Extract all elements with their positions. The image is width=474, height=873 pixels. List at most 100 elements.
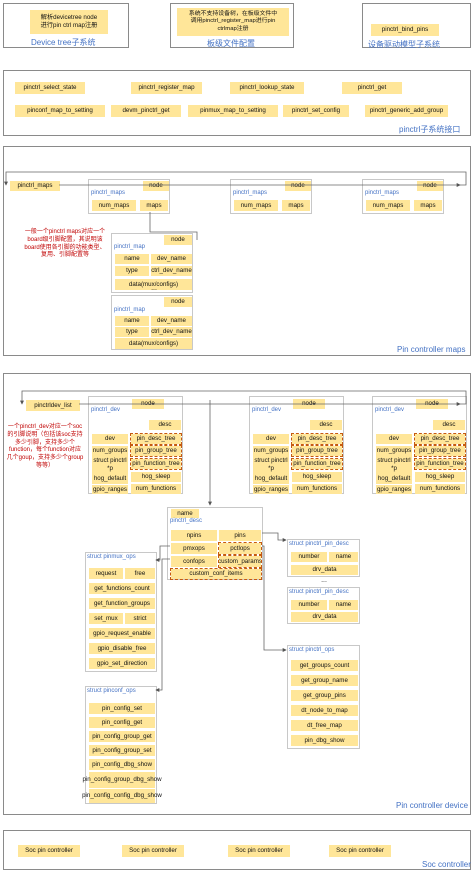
- pinmux-gpio-request-enable: gpio_request_enable: [89, 628, 155, 639]
- map1-data: data(mux/configs): [115, 279, 192, 290]
- board-config-caption: 板级文件配置: [207, 39, 255, 48]
- dev3-pin-desc-tree: pin_desc_tree: [414, 433, 466, 445]
- map2-ctrl-dev-name: ctrl_dev_name: [151, 327, 192, 337]
- dev2-pin-desc-tree: pin_desc_tree: [291, 433, 343, 445]
- pinctrl-map-struct-2: node pinctrl_map name dev_name type ctrl…: [111, 295, 193, 350]
- maps-node-1: node: [143, 181, 169, 191]
- board-config-line1: 系统不支持设备树，在板级文件中: [188, 10, 278, 17]
- pinmux-gpio-set-direction: gpio_set_direction: [89, 658, 155, 669]
- map1-node: node: [164, 235, 192, 245]
- dev2-pin-function-tree: pin_function_tree: [291, 458, 343, 470]
- board-config-frame: 系统不支持设备树，在板级文件中 调用pinctrl_register_map进行…: [170, 3, 294, 48]
- device-tree-caption: Device tree子系统: [31, 38, 96, 47]
- device-tree-parse-box: 解析devicetree node 进行pin ctrl map注册: [30, 10, 108, 34]
- pinmux-gpio-disable-free: gpio_disable_free: [89, 643, 155, 654]
- dev1-hog-default: hog_default: [92, 474, 128, 484]
- dev3-hog-default: hog_default: [376, 474, 412, 484]
- dev2-struct-pinctrl: struct pinctrl *p: [253, 456, 289, 474]
- pinmux-free: free: [125, 568, 155, 579]
- pinctrl-dev-title-2: pinctrl_dev: [252, 407, 282, 413]
- pinctrl-bind-pins-box: pinctrl_bind_pins: [371, 24, 439, 36]
- pin-desc1-name: name: [329, 552, 358, 562]
- pinmux-get-functions-count: get_functions_count: [89, 583, 155, 594]
- dev3-desc: desc: [433, 420, 465, 430]
- api-pinconf-map-to-setting: pinconf_map_to_setting: [15, 105, 105, 117]
- device-tree-parse-text: 解析devicetree node: [40, 14, 98, 22]
- pins-to-pin-desc-line: [262, 532, 287, 542]
- maps-maps-2: maps: [282, 200, 310, 211]
- pinconf-pin-config-group-dbg-show: pin_config_group_dbg_show: [82, 772, 162, 788]
- pin-desc1-drv-data: drv_data: [291, 565, 358, 575]
- board-config-line2: 调用pinctrl_register_map进行pin: [190, 18, 276, 25]
- desc-npins: npins: [171, 530, 217, 541]
- pinconf-pin-config-dbg-show: pin_config_dbg_show: [89, 759, 155, 770]
- pinctrl-maps-title-3: pinctrl_maps: [365, 190, 400, 196]
- pinmux-get-function-groups: get_function_groups: [89, 598, 155, 609]
- devices-caption: Pin controller device: [396, 801, 469, 810]
- devices-note: 一个pinctrl_dev对应一个soc的引脚说明（包括该soc支持多少引脚，支…: [6, 424, 84, 469]
- pctlops-get-group-name: get_group_name: [291, 675, 358, 686]
- desc-confops: confops: [171, 556, 217, 567]
- pin-desc-title-2: struct pinctrl_pin_desc: [289, 589, 349, 595]
- maps-note: 一般一个pinctrl maps对应一个board级引脚配置，其说明该board…: [24, 229, 106, 259]
- pinconf-pin-config-set: pin_config_set: [89, 703, 155, 714]
- pin-desc-struct-2: struct pinctrl_pin_desc number name drv_…: [287, 587, 360, 624]
- maps-list-back: [4, 171, 467, 186]
- pin-controller-device-frame: pinctrldev_list 一个pinctrl_dev对应一个soc的引脚说…: [3, 373, 471, 815]
- maps-num-maps-2: num_maps: [234, 200, 278, 211]
- pinctrl-desc-struct: name pinctrl_desc npins pins pmxops pctl…: [167, 507, 263, 580]
- pin-desc1-number: number: [291, 552, 327, 562]
- dev3-num-functions: num_functions: [415, 484, 465, 494]
- dev2-pin-group-tree: pin_group_tree: [291, 445, 343, 457]
- dev1-desc: desc: [149, 420, 181, 430]
- pinmux-ops-title: struct pinmux_ops: [87, 554, 136, 560]
- pinctrl-maps-struct-1: pinctrl_maps node num_maps maps: [88, 179, 170, 214]
- board-config-box: 系统不支持设备树，在板级文件中 调用pinctrl_register_map进行…: [177, 8, 289, 36]
- map1-ctrl-dev-name: ctrl_dev_name: [151, 266, 192, 276]
- maps-node-3: node: [417, 181, 443, 191]
- api-pinctrl-generic-add-group: pinctrl_generic_add_group: [365, 105, 448, 117]
- confops-to-pinconf-line: [155, 558, 170, 692]
- dev2-dev: dev: [253, 434, 289, 444]
- api-pinctrl-select-state: pinctrl_select_state: [15, 82, 85, 94]
- dev1-gpio-ranges: gpio_ranges: [92, 485, 128, 494]
- dev2-num-functions: num_functions: [292, 484, 342, 494]
- pctlops-pin-dbg-show: pin_dbg_show: [291, 735, 358, 746]
- pin-controller-maps-frame: pinctrl_maps pinctrl_maps node num_maps …: [3, 146, 471, 356]
- map1-type: type: [115, 266, 149, 276]
- desc-pins: pins: [219, 530, 261, 541]
- maps-list-head: pinctrl_maps: [10, 181, 60, 191]
- maps-node-2: node: [285, 181, 311, 191]
- map2-name: name: [115, 316, 149, 326]
- api-caption: pinctrl子系统接口: [399, 125, 461, 134]
- maps-num-maps-1: num_maps: [92, 200, 136, 211]
- device-tree-subsystem-frame: 解析devicetree node 进行pin ctrl map注册 Devic…: [3, 3, 129, 48]
- map2-node: node: [164, 297, 192, 307]
- pinctrl-dev-struct-1: pinctrl_dev node desc dev num_groups str…: [88, 396, 183, 494]
- api-pinctrl-register-map: pinctrl_register_map: [131, 82, 202, 94]
- dev3-num-groups: num_groups: [376, 446, 412, 456]
- dev1-dev: dev: [92, 434, 128, 444]
- map2-type: type: [115, 327, 149, 337]
- pinconf-pin-config-group-set: pin_config_group_set: [89, 745, 155, 756]
- pctlops-get-group-pins: get_group_pins: [291, 690, 358, 701]
- driver-model-caption: 设备驱动模型子系统: [368, 40, 440, 49]
- desc-custom-conf-items: custom_conf_items: [170, 568, 262, 580]
- pinconf-pin-config-group-get: pin_config_group_get: [89, 731, 155, 742]
- dev2-gpio-ranges: gpio_ranges: [253, 485, 289, 494]
- pin-desc-ellipsis: ...: [321, 577, 327, 584]
- pinctrl-maps-struct-2: pinctrl_maps node num_maps maps: [230, 179, 312, 214]
- desc-pmxops: pmxops: [171, 543, 217, 554]
- pinctrl-ops-title: struct pinctrl_ops: [289, 647, 335, 653]
- maps-maps-3: maps: [414, 200, 442, 211]
- pinctrl-map-title-2: pinctrl_map: [114, 307, 146, 313]
- dev1-hog-sleep: hog_sleep: [131, 472, 181, 482]
- soc-pin-controller-3: Soc pin controller: [228, 845, 290, 857]
- soc-pin-controller-1: Soc pin controller: [18, 845, 80, 857]
- desc-name: name: [171, 509, 199, 518]
- map2-data: data(mux/configs): [115, 338, 192, 349]
- device-tree-register-text: 进行pin ctrl map注册: [40, 22, 98, 29]
- maps-num-maps-3: num_maps: [366, 200, 410, 211]
- dev1-struct-pinctrl: struct pinctrl *p: [92, 456, 128, 474]
- soc-pin-controller-2: Soc pin controller: [122, 845, 184, 857]
